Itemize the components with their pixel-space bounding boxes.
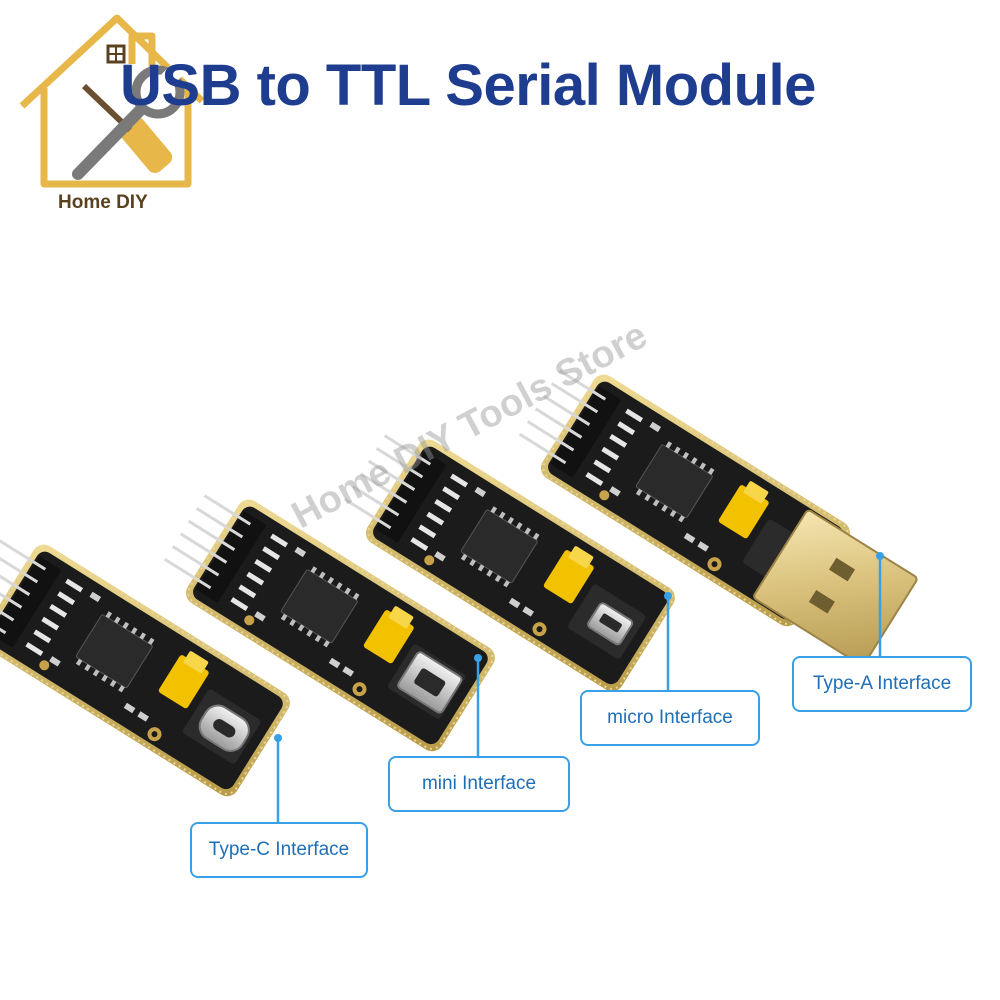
page-title: USB to TTL Serial Module [120,53,816,118]
callout-leaders [276,556,882,822]
usb-ttl-module-type-a [506,350,918,666]
usb-ttl-module-micro [331,415,681,698]
usb-ttl-module-mini [151,475,501,758]
type-c-interface-label: Type-C Interface [190,822,368,878]
wrench-icon [72,63,185,180]
mini-interface-label: mini Interface [388,756,570,812]
type-a-interface-label: Type-A Interface [792,656,972,712]
logo-brand-text: Home DIY [58,192,148,213]
usb-ttl-module-type-c [0,520,296,803]
home-diy-logo [19,14,205,188]
micro-interface-label: micro Interface [580,690,760,746]
